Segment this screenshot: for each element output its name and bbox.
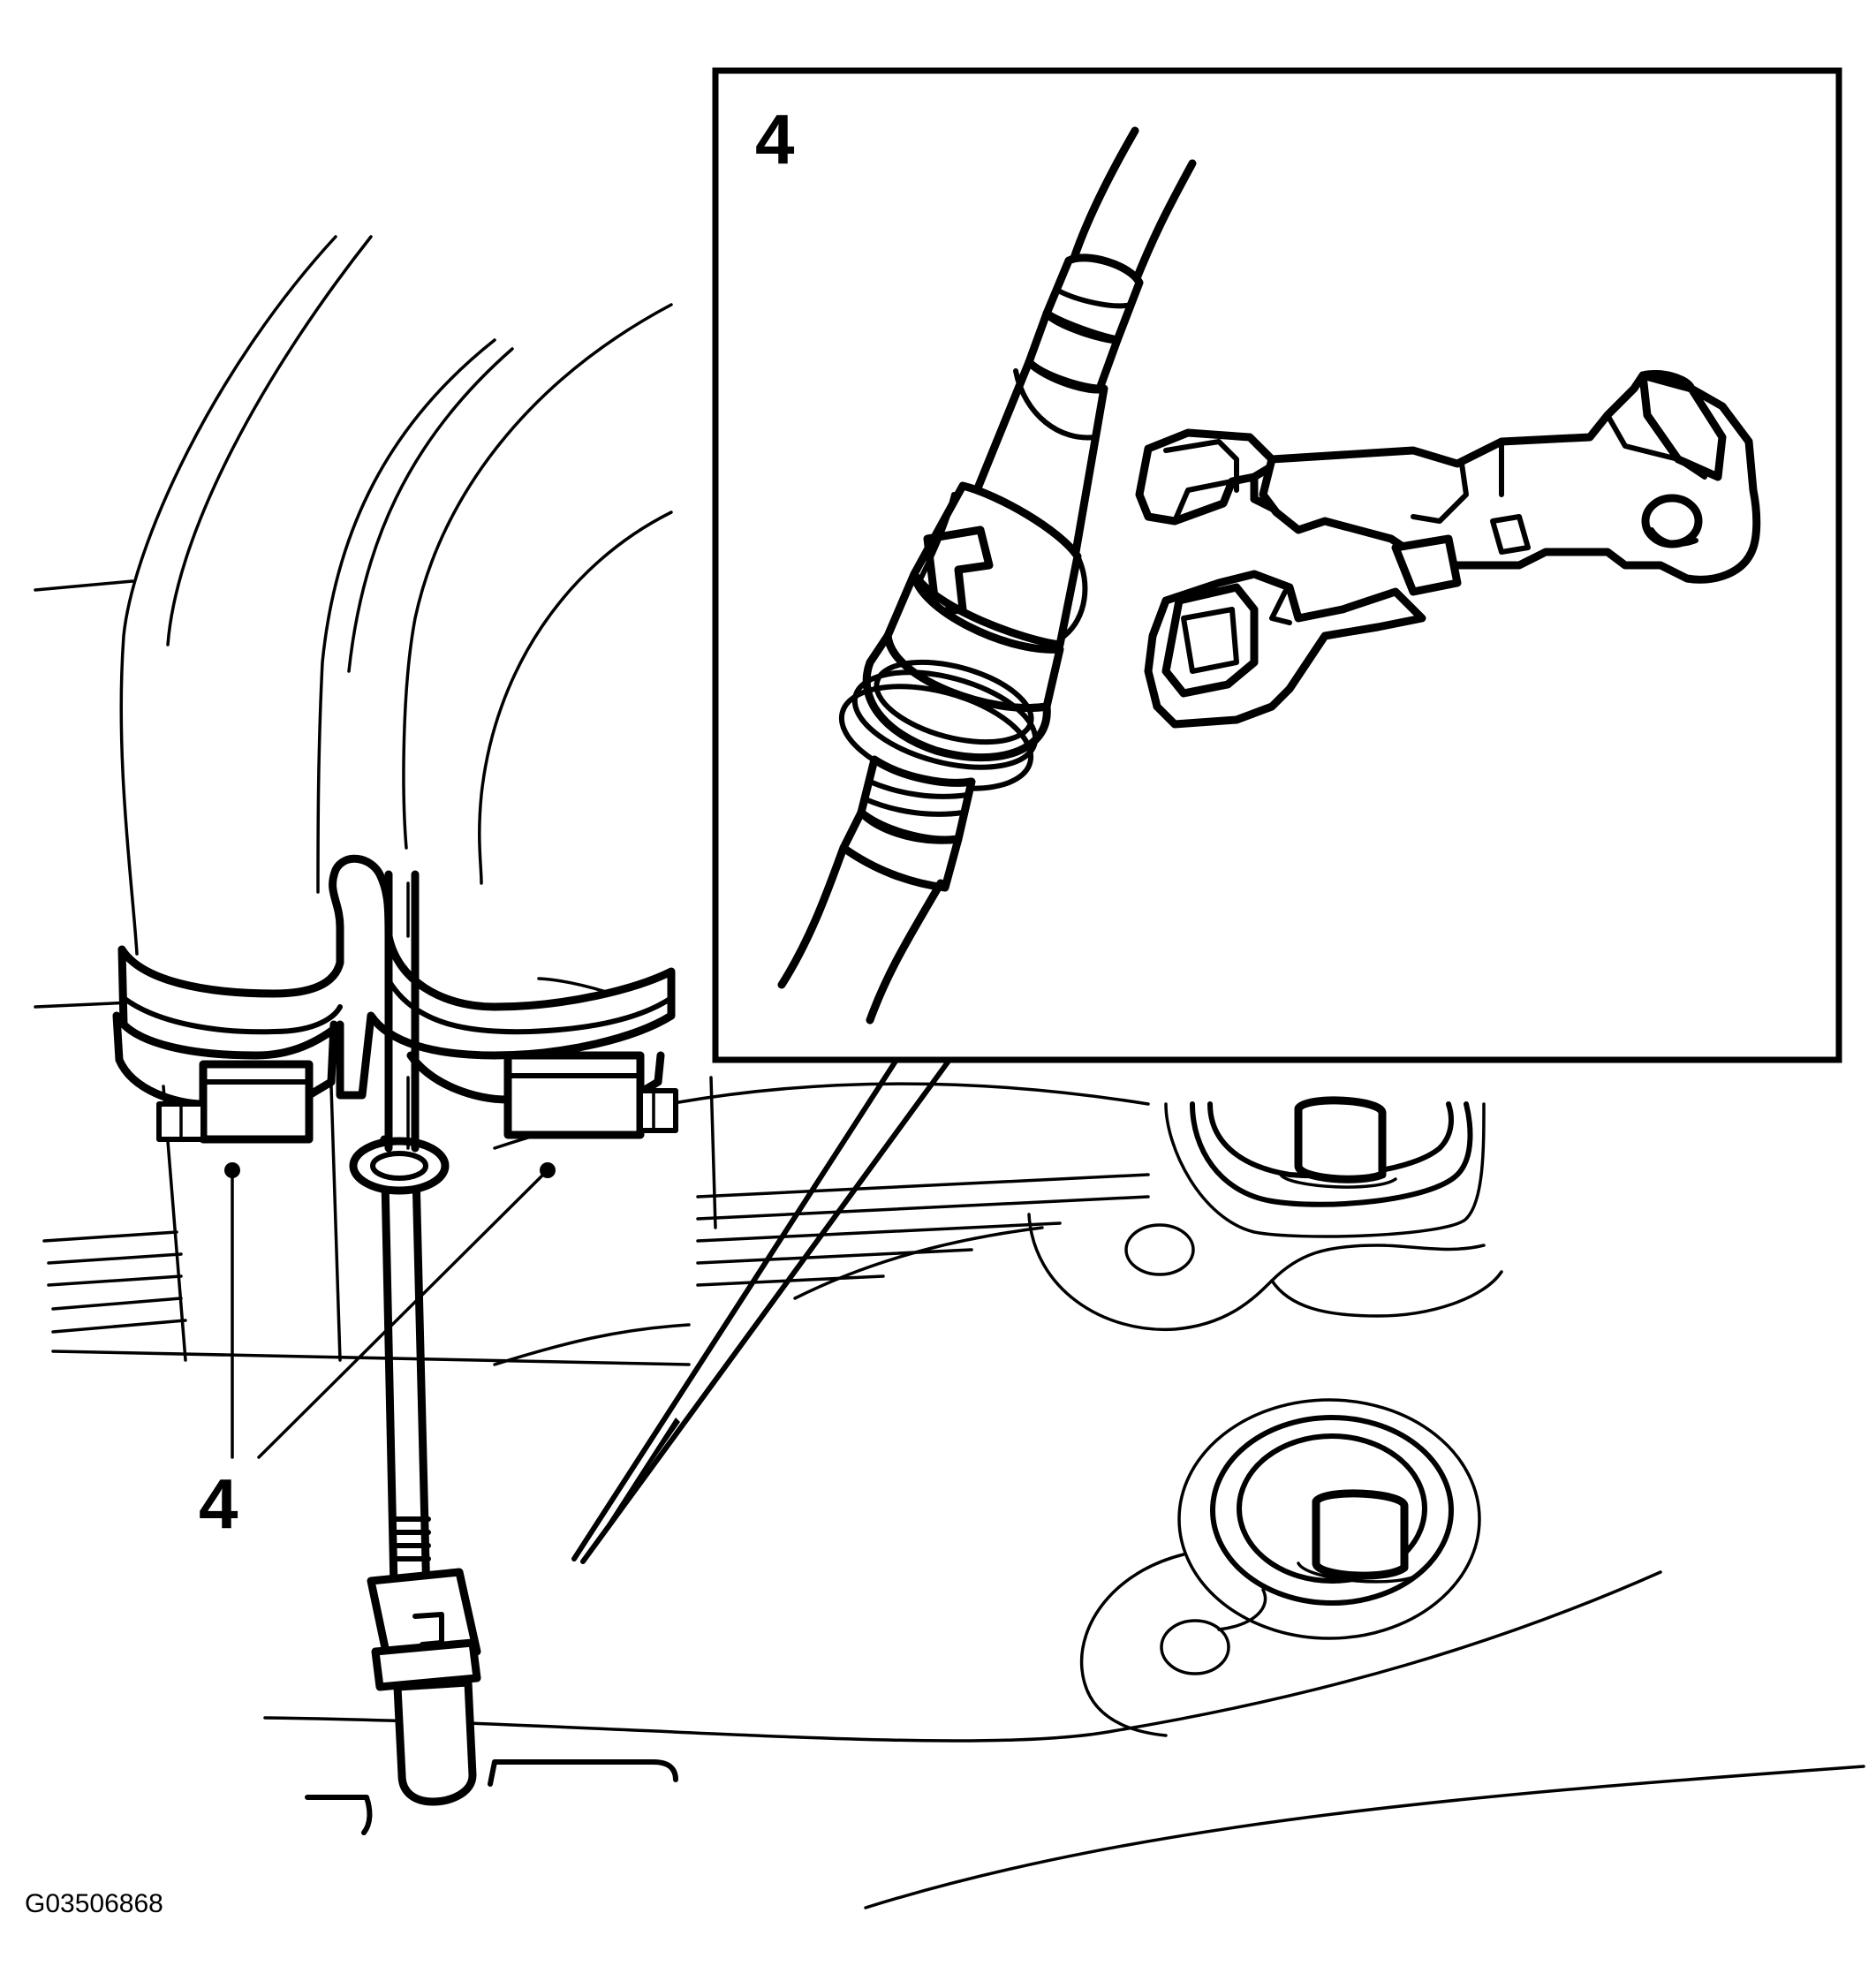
mounting-plate (1027, 1096, 1503, 1737)
inset-clip (1135, 369, 1761, 729)
callout-leaders (224, 1162, 556, 1459)
hose-clamp-left (112, 1011, 338, 1144)
inset-callout-number: 4 (755, 100, 795, 178)
cable-connector-main (367, 1568, 481, 1806)
inset-cable (777, 126, 1197, 1025)
detail-inset: 4 (712, 67, 1842, 1063)
inset-pointer (571, 1057, 952, 1564)
hose-clamp-right (406, 1051, 678, 1139)
main-callout-number: 4 (199, 1464, 238, 1543)
figure-id: G03506868 (25, 1889, 163, 1918)
background-structure (34, 579, 1865, 1909)
hoses (117, 235, 676, 1100)
